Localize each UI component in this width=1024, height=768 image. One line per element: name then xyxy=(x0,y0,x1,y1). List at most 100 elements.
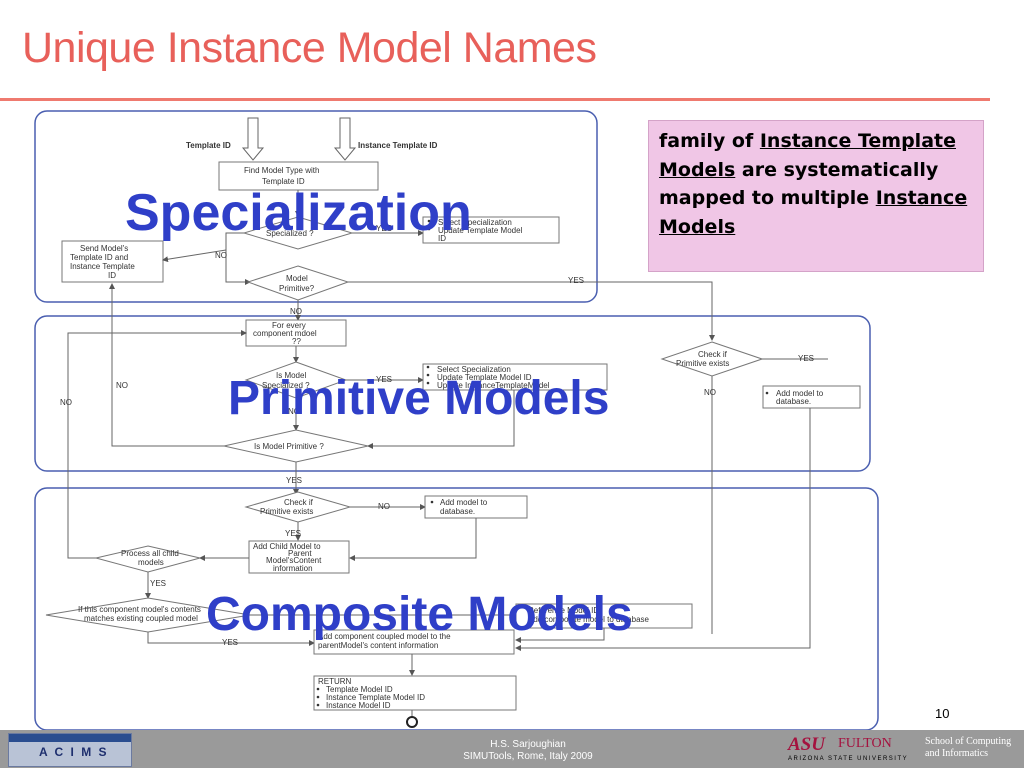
send-model-line-4: ID xyxy=(108,271,116,280)
find-model-box xyxy=(218,161,379,191)
add-child-box xyxy=(248,540,350,574)
reference-line-2: Add composite model to database xyxy=(528,615,650,624)
no-label-3: NO xyxy=(288,407,300,416)
no-label-4: NO xyxy=(116,381,128,390)
find-model-line-1: Find Model Type with xyxy=(244,166,319,175)
add-component-line-2: parentModel's content information xyxy=(318,641,438,650)
is-model-primitive-label: Is Model Primitive ? xyxy=(254,442,324,451)
no-label-7: NO xyxy=(378,502,390,511)
yes-label-2: YES xyxy=(568,276,584,285)
flowchart-diagram: Template ID Instance Template ID Find Mo… xyxy=(34,110,879,730)
if-component-line-1: If this component model's contents xyxy=(78,605,201,614)
select-spec-line-2: Update Template Model xyxy=(438,226,523,235)
specialized-decision xyxy=(242,216,354,250)
yes-label-5: YES xyxy=(798,354,814,363)
return-box xyxy=(313,675,517,711)
add-child-line-2: Parent xyxy=(288,549,312,558)
end-node xyxy=(406,716,418,728)
callout-emphasis-2: Instance Models xyxy=(659,187,968,238)
overlay-specialization: Specialization xyxy=(125,184,472,242)
fulton-mark: FULTON xyxy=(838,736,892,751)
yes-label-4: YES xyxy=(286,476,302,485)
callout-text-2: are systematically mapped to multiple xyxy=(659,158,939,210)
process-all-line-1: Process all child xyxy=(121,549,179,558)
school-line-1: School of Computing xyxy=(925,736,1012,747)
return-item-2: Instance Template Model ID xyxy=(326,693,425,702)
is-model-spec-line-1: Is Model xyxy=(276,371,306,380)
add-child-line-3: Model'sContent xyxy=(266,556,322,565)
return-item-3: Instance Model ID xyxy=(326,701,391,710)
input-arrows xyxy=(241,117,357,161)
asu-mark: ASU xyxy=(788,734,825,755)
overlay-composite-models: Composite Models xyxy=(206,588,633,641)
yes-label-1: YES xyxy=(376,224,392,233)
select-spec2-line-1: Select Specialization xyxy=(437,365,511,374)
add-child-line-4: information xyxy=(273,564,313,573)
acims-logo-text: A C I M S xyxy=(39,745,109,759)
select-spec2-line-3: Update InstanceTemplateModel xyxy=(437,381,550,390)
callout-box: family of Instance Template Models are s… xyxy=(648,120,984,272)
model-primitive-line-1: Model xyxy=(286,274,308,283)
input-instance-template-id: Instance Template ID xyxy=(358,141,438,150)
process-all-line-2: models xyxy=(138,558,164,567)
send-model-line-3: Instance Template xyxy=(70,262,135,271)
yes-label-6: YES xyxy=(285,529,301,538)
reference-line-1: Reference Model ID xyxy=(528,606,599,615)
select-specialization-box-2 xyxy=(422,363,608,391)
title-divider xyxy=(0,98,990,101)
add-db-right-line-1: Add model to xyxy=(776,389,824,398)
yes-label-3: YES xyxy=(376,375,392,384)
slide-title: Unique Instance Model Names xyxy=(22,24,597,72)
model-primitive-decision xyxy=(246,265,350,301)
check-mid-line-1: Check if xyxy=(284,498,314,507)
acims-logo: A C I M S xyxy=(8,733,132,767)
overlay-primitive-models: Primitive Models xyxy=(228,372,609,425)
for-every-line-3: ?? xyxy=(292,337,301,346)
specialized-label: Specialized ? xyxy=(266,229,314,238)
send-model-line-1: Send Model's xyxy=(80,244,128,253)
asu-fulton-logo: ASU FULTON ARIZONA STATE UNIVERSITY xyxy=(788,734,918,764)
school-name: School of Computing and Informatics xyxy=(925,736,1021,760)
reference-model-box xyxy=(515,603,693,629)
is-model-spec-line-2: Specialized ? xyxy=(262,381,310,390)
select-spec2-line-2: Update Template Model ID xyxy=(437,373,532,382)
check-right-line-1: Check if xyxy=(698,350,728,359)
select-spec-line-3: ID xyxy=(438,234,446,243)
add-db-mid-line-1: Add model to xyxy=(440,498,488,507)
add-child-line-1: Add Child Model to xyxy=(253,542,321,551)
yes-label-8: YES xyxy=(222,638,238,647)
footer-venue: SIMUTools, Rome, Italy 2009 xyxy=(463,751,593,762)
select-specialization-box xyxy=(422,216,560,244)
add-db-right-box xyxy=(762,385,861,409)
panel-composite xyxy=(34,487,879,730)
model-primitive-line-2: Primitive? xyxy=(279,284,315,293)
no-label-6: NO xyxy=(60,398,72,407)
add-component-line-1: Add component coupled model to the xyxy=(318,632,451,641)
send-model-line-2: Template ID and xyxy=(70,253,128,262)
page-number: 10 xyxy=(935,706,950,721)
no-label-1: NO xyxy=(215,251,227,260)
send-model-box xyxy=(61,240,164,283)
footer-bar: A C I M S H.S. Sarjoughian SIMUTools, Ro… xyxy=(0,730,1024,768)
panel-primitive xyxy=(34,315,871,472)
return-title: RETURN xyxy=(318,677,352,686)
find-model-line-2: Template ID xyxy=(262,177,305,186)
select-spec-line-1: Select Specialization xyxy=(438,218,512,227)
if-component-line-2: matches existing coupled model xyxy=(84,614,198,623)
add-component-box xyxy=(313,629,515,655)
add-db-mid-line-2: database. xyxy=(440,507,475,516)
callout-emphasis-1: Instance Template Models xyxy=(659,130,956,181)
callout-text-1: family of xyxy=(659,130,760,152)
check-right-line-2: Primitive exists xyxy=(676,359,729,368)
panel-specialization xyxy=(34,110,598,303)
yes-label-7: YES xyxy=(150,579,166,588)
footer-credits: H.S. Sarjoughian SIMUTools, Rome, Italy … xyxy=(400,739,656,763)
return-item-1: Template Model ID xyxy=(326,685,393,694)
school-line-2: and Informatics xyxy=(925,748,989,759)
check-mid-line-2: Primitive exists xyxy=(260,507,313,516)
for-every-line-2: component mdoel xyxy=(253,329,317,338)
no-label-2: NO xyxy=(290,307,302,316)
asu-name: ARIZONA STATE UNIVERSITY xyxy=(788,756,909,762)
footer-author: H.S. Sarjoughian xyxy=(490,739,566,750)
no-label-5: NO xyxy=(704,388,716,397)
